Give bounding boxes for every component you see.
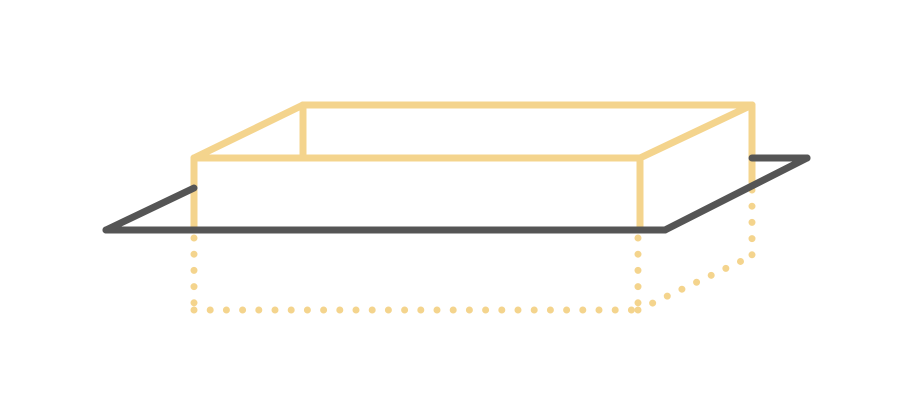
box-visible-edges — [190, 101, 756, 234]
box-hidden-edges — [190, 186, 756, 314]
plane-right-edge — [661, 154, 811, 234]
box-top-left-depth-edge — [190, 101, 307, 162]
hidden-bottom-depth-edge — [634, 252, 756, 314]
plane-edges — [102, 154, 811, 234]
plane-left-edge — [102, 184, 198, 234]
box-top-right-depth-edge — [636, 101, 756, 162]
